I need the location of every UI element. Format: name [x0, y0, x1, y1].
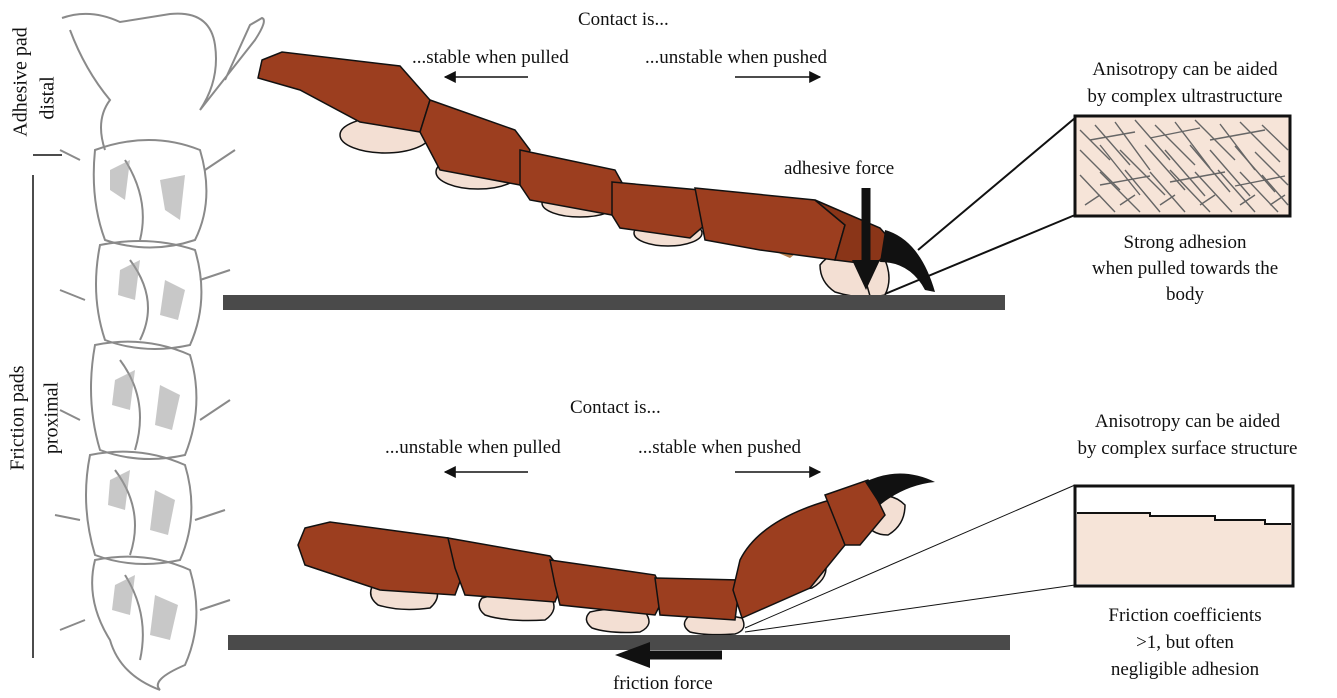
top-callout-title-2: by complex ultrastructure	[1055, 85, 1315, 109]
adhesive-force-label: adhesive force	[784, 157, 894, 181]
bottom-push-text: ...stable when pushed	[638, 436, 801, 460]
top-surface-bar	[223, 295, 1005, 310]
top-callout-caption-3: body	[1055, 283, 1315, 307]
top-pull-text: ...stable when pulled	[412, 46, 569, 70]
sketch-tip	[62, 14, 264, 110]
proximal-label: proximal	[41, 382, 64, 454]
top-callout-caption-1: Strong adhesion	[1055, 231, 1315, 255]
top-segment-1	[258, 52, 430, 132]
top-segment-5	[695, 188, 845, 260]
tarsus-sketch-fill	[108, 160, 185, 640]
bottom-segment-5	[733, 500, 845, 618]
bottom-surface-bar	[228, 635, 1010, 650]
adhesive-pad-label: Adhesive pad	[10, 27, 33, 136]
bottom-callout-title-1: Anisotropy can be aided	[1050, 410, 1325, 434]
top-contact-heading: Contact is...	[578, 8, 669, 32]
bottom-segment-2	[448, 538, 565, 602]
top-leg	[258, 52, 1075, 297]
friction-force-label: friction force	[613, 672, 713, 696]
sketch-segment-3	[91, 342, 196, 459]
top-push-text: ...unstable when pushed	[645, 46, 827, 70]
bottom-contact-heading: Contact is...	[570, 396, 661, 420]
bottom-callout-caption-1: Friction coefficients	[1055, 604, 1315, 628]
top-callout-title-1: Anisotropy can be aided	[1055, 58, 1315, 82]
sketch-segment-1	[94, 140, 207, 248]
bottom-callout-title-2: by complex surface structure	[1050, 437, 1325, 461]
bottom-pull-text: ...unstable when pulled	[385, 436, 561, 460]
surface-structure-callout	[1075, 486, 1293, 586]
bottom-segment-1	[298, 522, 465, 595]
bottom-callout-caption-3: negligible adhesion	[1055, 658, 1315, 682]
friction-pads-label: Friction pads	[7, 366, 30, 471]
distal-label: distal	[37, 76, 60, 119]
ultrastructure-callout	[1075, 116, 1290, 216]
bottom-callout-caption-2: >1, but often	[1055, 631, 1315, 655]
sketch-segment-2	[96, 241, 201, 349]
top-segment-4	[612, 182, 705, 238]
tarsus-sketch	[55, 14, 264, 690]
top-callout-caption-2: when pulled towards the	[1055, 257, 1315, 281]
bottom-segment-4	[655, 578, 740, 620]
sketch-segment-4	[86, 452, 191, 564]
bottom-segment-3	[550, 560, 665, 615]
sketch-segment-5	[92, 557, 196, 690]
bottom-leg	[298, 474, 1075, 635]
top-segment-3	[520, 150, 625, 215]
